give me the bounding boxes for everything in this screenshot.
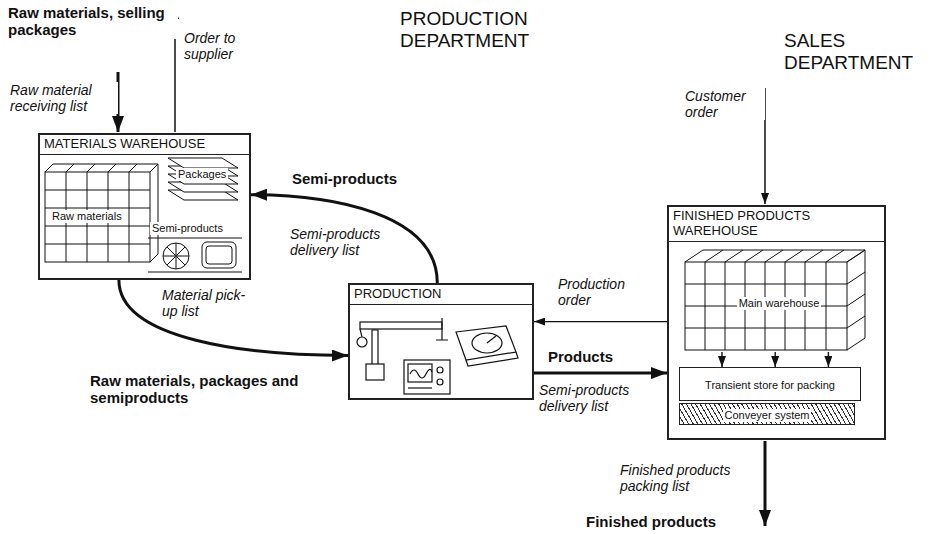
flow-label: Customer order [683,88,765,120]
flow-arrow [251,195,437,283]
node-text: MATERIALS WAREHOUSE [40,135,249,155]
flow-label: Raw materials, selling packages [6,4,178,39]
flow-label: Production order [556,276,655,308]
flow-label: Raw material receiving list [8,82,118,114]
warehouse-box: FINISHED PRODUCTS WAREHOUSE Main warehous… [667,205,886,440]
node-text: FINISHED PRODUCTS WAREHOUSE [669,207,884,242]
flow-arrow [775,352,776,367]
warehouse-box: MATERIALS WAREHOUSE [38,133,251,280]
node-text: PRODUCTION [350,285,532,305]
department-heading: SALES DEPARTMENT [782,30,946,74]
flow-label: Semi-products delivery list [288,226,392,258]
flow-label: Packages [176,168,228,181]
flow-label: Raw materials [50,210,124,223]
node-text: Main warehouse [737,297,822,310]
flow-label: Finished products packing list [618,462,762,494]
flow-arrow [721,352,722,367]
flow-arrow [828,352,829,367]
node-text: Transient store for packing [703,379,837,392]
storage-rack: Main warehouse [684,252,874,352]
flow-label: Raw materials, packages and semiproducts [88,372,342,407]
flow-label: Semi-products delivery list [537,382,661,414]
department-heading: PRODUCTION DEPARTMENT [398,8,572,52]
process-box: PRODUCTION [348,283,534,400]
flow-arrow [119,280,348,356]
flow-label: Products [546,348,615,365]
conveyer-system: Conveyer system [679,403,855,425]
node-text: Conveyer system [723,409,812,422]
flow-label: Semi-products [290,170,399,187]
flow-label: Finished products [584,513,718,530]
flow-arrow [534,321,667,322]
transient-store: Transient store for packing [679,367,861,401]
flow-label: Material pick-up list [160,287,254,319]
flow-label: Order to supplier [182,30,274,62]
flow-label: Semi-products [150,222,225,235]
flow-arrow [534,372,667,375]
